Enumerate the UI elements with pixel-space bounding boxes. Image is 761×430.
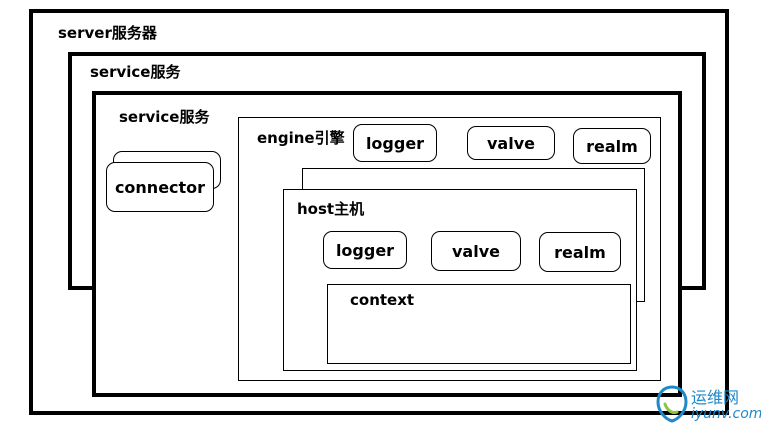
server-label: server服务器: [58, 24, 157, 42]
host-logger: logger: [323, 231, 407, 269]
host-realm: realm: [539, 232, 621, 272]
watermark-name: 运维网: [691, 388, 740, 407]
connector-box: connector: [106, 162, 214, 212]
engine-logger: logger: [353, 124, 437, 162]
service-inner-label: service服务: [119, 108, 210, 126]
host-label: host主机: [297, 200, 365, 218]
context-container: [327, 284, 631, 364]
watermark-site: iyunv.com: [691, 406, 761, 422]
engine-realm: realm: [573, 128, 651, 164]
watermark: 运维网 iyunv.com: [655, 382, 761, 426]
context-label: context: [350, 291, 415, 309]
watermark-logo-icon: [656, 385, 688, 423]
service-outer-label: service服务: [90, 63, 181, 81]
host-valve: valve: [431, 231, 521, 271]
engine-label: engine引擎: [257, 129, 345, 147]
engine-valve: valve: [467, 126, 555, 160]
